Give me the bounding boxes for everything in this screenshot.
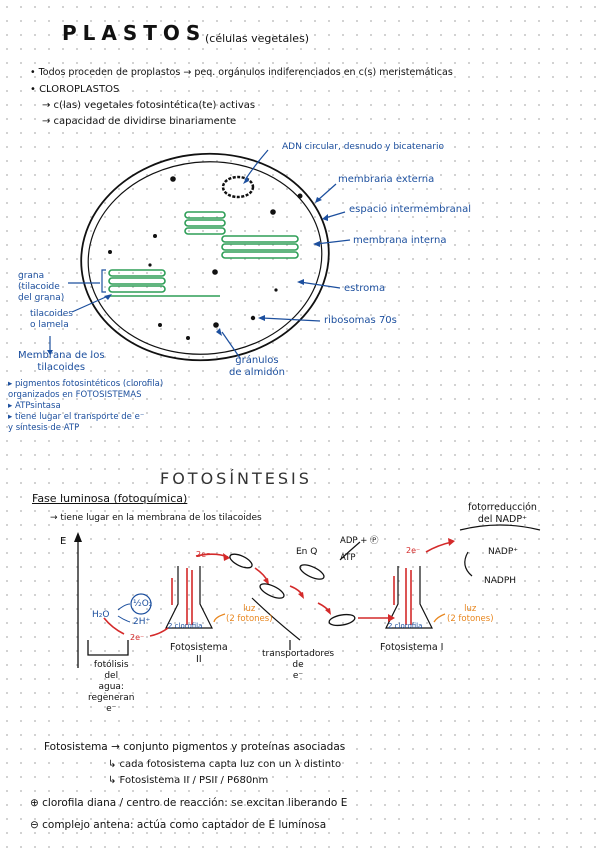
arrow-ribosomas — [261, 317, 321, 322]
energy-axis-arrow — [74, 532, 82, 542]
grana-stack-3 — [108, 269, 166, 293]
fase-sub: → tiene lugar en la membrana de los tila… — [50, 513, 262, 523]
page-subtitle: (células vegetales) — [205, 32, 310, 45]
light-arrow-ps2 — [213, 613, 226, 623]
label-granulos: gránulos de almidón — [229, 355, 285, 378]
label-ribosomas: ribosomas 70s — [324, 315, 397, 326]
label-h2o: H₂O — [92, 610, 110, 620]
label-2e-ps2-top: 2e⁻ — [196, 550, 211, 559]
arrow-espacio — [324, 211, 346, 219]
label-nadph: NADPH — [484, 576, 517, 586]
bullet-cloroplastos: • CLOROPLASTOS — [30, 84, 120, 95]
water-arrow-o2 — [117, 603, 131, 611]
page-title: PLASTOS — [62, 21, 207, 45]
label-o2: ½O₂ — [133, 599, 153, 609]
def-fotosistema: Fotosistema → conjunto pigmentos y prote… — [44, 741, 346, 753]
membrana-tilacoides-bullets: ▸ pigmentos fotosintéticos (clorofila) o… — [8, 379, 164, 433]
chain-curve — [251, 597, 301, 641]
ribosomes — [108, 176, 303, 340]
arrow-membrana-interna — [315, 239, 351, 245]
label-fotosistema-2: Fotosistema II — [170, 642, 228, 665]
def-complejo-antena: ⊖ complejo antena: actúa como captador d… — [30, 819, 327, 831]
label-membrana-interna: membrana interna — [353, 235, 447, 246]
label-grana: grana (tilacoide del grana) — [18, 271, 65, 303]
label-2e-ps1-top: 2e⁻ — [406, 546, 421, 555]
label-fotolisis: fotólisis del agua: regeneran e⁻ — [88, 660, 135, 714]
outer-membrane — [80, 152, 330, 362]
oxygen-circle — [130, 593, 152, 615]
arrow-estroma — [299, 281, 341, 289]
electron-carriers — [229, 553, 356, 627]
fase-luminosa: Fase luminosa (fotoquímica) — [32, 492, 188, 505]
label-luz-ps2: luz (2 fotones) — [226, 604, 273, 624]
e-to-ps2 — [149, 627, 169, 637]
label-clorofila-ps1: 2 clorofila — [388, 622, 423, 630]
light-arrow-ps1 — [433, 613, 446, 623]
label-tilacoides: tilacoides o lamela — [30, 309, 73, 330]
def-fotosistema-2: ↳ Fotosistema II / PSII / P680nm — [108, 775, 269, 786]
label-membrana-tilacoides: Membrana de los tilacoides — [18, 350, 105, 373]
label-adn: ADN circular, desnudo y bicatenario — [282, 142, 445, 152]
label-luz-ps1: luz (2 fotones) — [447, 604, 494, 624]
bracket-grana — [101, 269, 106, 293]
adp-atp-arc — [339, 541, 361, 561]
axis-label-e: E — [60, 536, 67, 547]
def-cada-fotosistema: ↳ cada fotosistema capta luz con un λ di… — [108, 759, 342, 770]
photosystem-1 — [385, 566, 433, 629]
label-membrana-externa: membrana externa — [338, 174, 435, 185]
e-from-water — [103, 617, 125, 635]
arrow-membrana-externa — [317, 183, 337, 201]
bullet-proplastos: • Todos proceden de proplastos → peq. or… — [30, 67, 453, 78]
grana-stack-1 — [184, 211, 226, 235]
fotorreduccion-bracket — [459, 524, 541, 531]
label-espacio-intermembranal: espacio intermembranal — [349, 204, 472, 215]
sub-fotosinteticas: → c(las) vegetales fotosintética(te) act… — [42, 100, 256, 111]
arrow-granulos — [221, 331, 241, 359]
label-2h: 2H⁺ — [133, 617, 151, 627]
label-en-q: En Q — [296, 547, 318, 557]
label-atp: ATP — [340, 553, 356, 563]
nadp-curve — [464, 551, 473, 577]
grana-stack-2 — [221, 235, 299, 259]
fotorreduccion-label: fotorreducción del NADP⁺ — [468, 502, 537, 525]
label-2e-water: 2e⁻ — [130, 633, 145, 642]
ps1-to-nadp — [425, 541, 453, 553]
water-arrow-h — [117, 615, 131, 623]
dna-ring — [221, 175, 255, 199]
label-estroma: estroma — [344, 283, 386, 294]
sub-dividirse: → capacidad de dividirse binariamente — [42, 116, 237, 127]
label-transportadores: transportadores de e⁻ — [262, 649, 335, 681]
label-adp: ADP + Ⓟ — [340, 536, 379, 546]
def-clorofila-diana: ⊕ clorofila diana / centro de reacción: … — [30, 797, 348, 809]
photosystem-2 — [165, 566, 213, 629]
label-nadp: NADP⁺ — [488, 547, 518, 557]
fotolisis-bracket — [87, 640, 129, 656]
fotosintesis-title: FOTOSÍNTESIS — [160, 469, 312, 488]
label-fotosistema-1: Fotosistema I — [380, 642, 444, 653]
label-clorofila-ps2: 2 clorofila — [168, 622, 203, 630]
inner-membrane — [87, 161, 323, 355]
arrow-tilacoides — [71, 295, 109, 313]
